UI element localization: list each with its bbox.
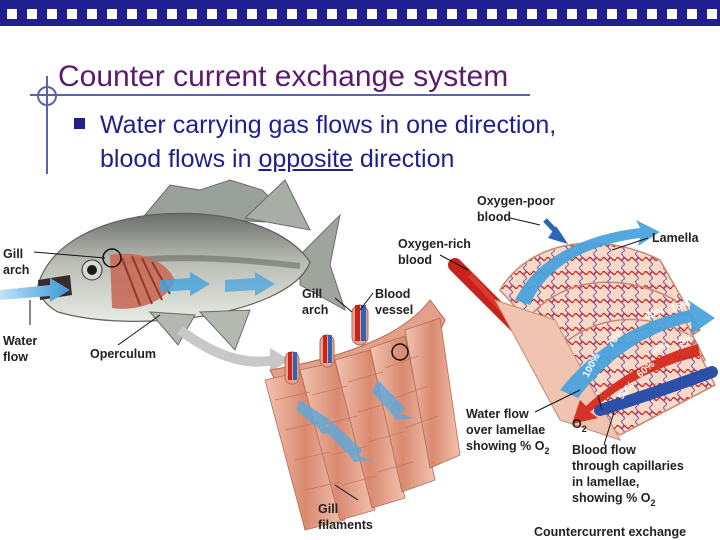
fish-illustration xyxy=(38,180,345,350)
label-oxygen-poor-1: Oxygen-poor xyxy=(477,194,555,208)
label-gill-arch-2: arch xyxy=(3,263,29,277)
label-blood-flow-2: through capillaries xyxy=(572,459,684,473)
label-lamella: Lamella xyxy=(652,231,700,245)
label-gill-filaments-1: Gill xyxy=(318,502,338,516)
label-oxygen-rich-1: Oxygen-rich xyxy=(398,237,471,251)
label-operculum: Operculum xyxy=(90,347,156,361)
label-oxygen-rich-2: blood xyxy=(398,253,432,267)
label-blood-flow-3: in lamellae, xyxy=(572,475,639,489)
gill-filaments-illustration xyxy=(265,300,460,530)
label-water-flow-2: flow xyxy=(3,350,28,364)
label-blood-flow-1: Blood flow xyxy=(572,443,636,457)
label-water-flow-1: Water xyxy=(3,334,37,348)
label-oxygen-poor-2: blood xyxy=(477,210,511,224)
label-water-over-2: over lamellae xyxy=(466,423,545,437)
label-water-over-3: showing % O2 xyxy=(466,439,550,456)
label-gill-arch-1: Gill xyxy=(3,247,23,261)
label-water-over-1: Water flow xyxy=(466,407,529,421)
label-gill-arch-b1: Gill xyxy=(302,287,322,301)
label-blood-vessel-1: Blood xyxy=(375,287,410,301)
label-caption: Countercurrent exchange xyxy=(534,525,686,539)
label-gill-filaments-2: filaments xyxy=(318,518,373,532)
label-gill-arch-b2: arch xyxy=(302,303,328,317)
label-blood-vessel-2: vessel xyxy=(375,303,413,317)
label-blood-flow-4: showing % O2 xyxy=(572,491,656,508)
